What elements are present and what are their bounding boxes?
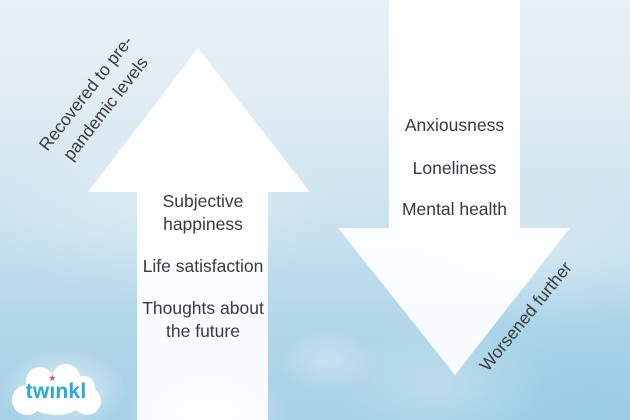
- wordmark-dotless-i: ı: [49, 380, 56, 403]
- wordmark-i: ★ı: [48, 374, 56, 404]
- cloud-icon: [12, 364, 101, 415]
- down-arrow-item-anxiousness: Anxiousness: [404, 115, 505, 135]
- star-icon: ★: [48, 373, 57, 383]
- up-arrow-icon: [88, 48, 310, 420]
- up-arrow-item-thoughts-about-future: Thoughts about the future: [142, 298, 264, 341]
- twinkl-wordmark: tw★ınkl: [6, 374, 106, 404]
- up-arrow-item-subjective-happiness: Subjective happiness: [162, 191, 244, 234]
- wordmark-part-nkl: nkl: [55, 380, 87, 403]
- up-arrow-item-life-satisfaction: Life satisfaction: [142, 256, 264, 276]
- down-arrow-item-mental-health: Mental health: [401, 199, 508, 219]
- down-arrow-item-loneliness: Loneliness: [412, 158, 497, 178]
- twinkl-logo: tw★ınkl: [6, 360, 106, 418]
- down-arrow-icon: [338, 0, 570, 375]
- wordmark-part-tw: tw: [25, 380, 50, 403]
